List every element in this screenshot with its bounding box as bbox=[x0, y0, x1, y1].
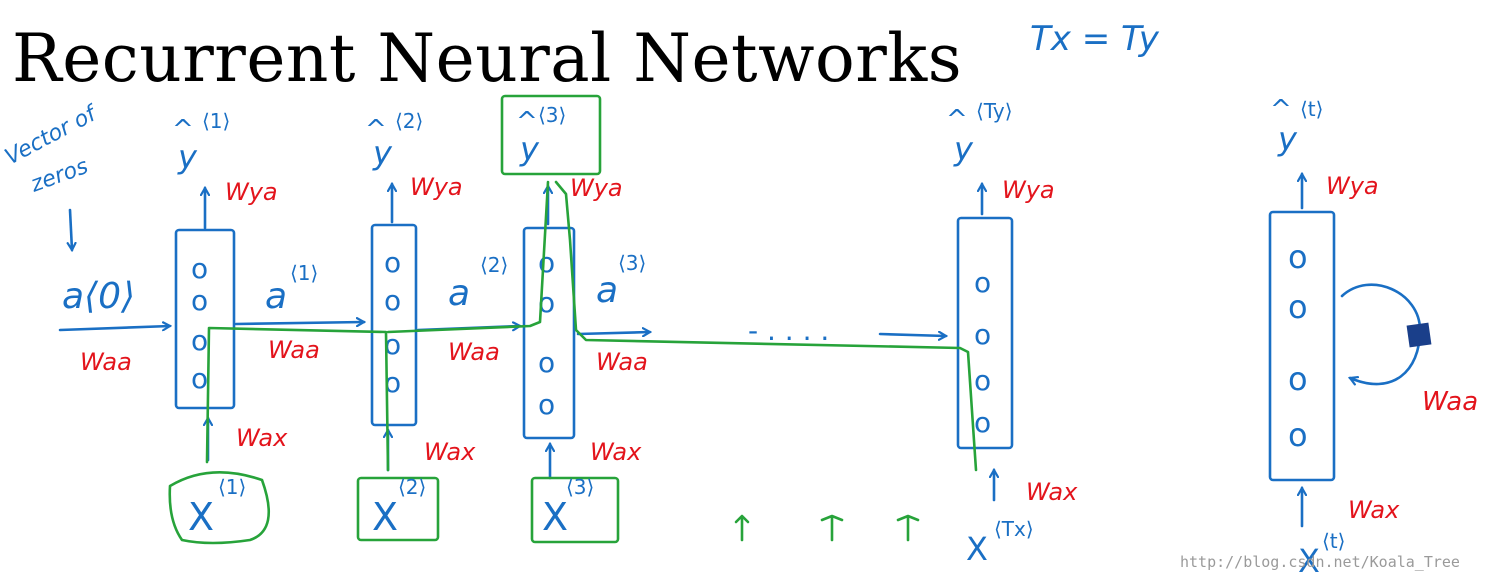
weight-label-ya: Wya bbox=[225, 178, 278, 206]
green-flow-path bbox=[205, 180, 978, 472]
weight-label-ax: Wax bbox=[236, 424, 288, 452]
output-superscript: ⟨2⟩ bbox=[395, 109, 423, 133]
timestep-2: o o o o Wya ^ y ⟨2⟩ Wax X ⟨2⟩ a ⟨2⟩ Waa bbox=[356, 109, 520, 542]
hidden-cell-1 bbox=[174, 228, 236, 410]
hidden-unit: o bbox=[191, 284, 208, 317]
hidden-unit: o bbox=[191, 324, 208, 357]
hidden-unit: o bbox=[538, 346, 555, 379]
input-label: X bbox=[966, 530, 988, 568]
input-label: X bbox=[1298, 542, 1320, 580]
hidden-unit: o bbox=[1288, 416, 1308, 454]
input-superscript: ⟨t⟩ bbox=[1322, 529, 1345, 553]
weight-label-aa: Waa bbox=[448, 338, 500, 366]
hidden-unit: o bbox=[1288, 360, 1308, 398]
output-superscript: ⟨Ty⟩ bbox=[976, 99, 1013, 123]
hidden-unit: o bbox=[384, 284, 401, 317]
hidden-unit: o bbox=[974, 266, 991, 299]
zeros-note-line1: Vector of bbox=[1, 100, 103, 170]
activation-label: a bbox=[448, 273, 470, 314]
activation-superscript: ⟨2⟩ bbox=[480, 253, 508, 277]
weight-label-ax: Wax bbox=[1026, 478, 1078, 506]
activation-superscript: ⟨3⟩ bbox=[618, 251, 646, 275]
output-hat: ^ bbox=[1270, 95, 1292, 125]
hidden-unit: o bbox=[974, 318, 991, 351]
output-hat: ^ bbox=[365, 115, 387, 145]
output-label: y bbox=[372, 134, 393, 172]
output-superscript: ⟨3⟩ bbox=[538, 103, 566, 127]
zeros-note-line2: zeros bbox=[27, 154, 92, 198]
output-box bbox=[500, 94, 602, 176]
ellipsis-arrow bbox=[878, 334, 946, 336]
hidden-cell-final bbox=[956, 216, 1014, 450]
tick-mark bbox=[820, 514, 844, 542]
hidden-unit: o bbox=[191, 252, 208, 285]
input-box bbox=[356, 476, 440, 542]
weight-label-ax: Wax bbox=[424, 438, 476, 466]
activation-superscript: ⟨1⟩ bbox=[290, 261, 318, 285]
initial-activation-label: a⟨0⟩ bbox=[62, 276, 135, 317]
hidden-unit: o bbox=[1288, 288, 1308, 326]
input-label: X bbox=[542, 495, 568, 539]
watermark: http://blog.csdn.net/Koala_Tree bbox=[1180, 553, 1460, 571]
input-label: X bbox=[188, 495, 214, 539]
input-superscript: ⟨1⟩ bbox=[218, 475, 246, 499]
output-superscript: ⟨t⟩ bbox=[1300, 97, 1323, 121]
activation-label: a bbox=[596, 270, 618, 311]
compact-cell: o o o o Wya ^ y ⟨t⟩ Waa Wax X ⟨t⟩ bbox=[1268, 95, 1478, 580]
weight-label-aa: Waa bbox=[1422, 387, 1478, 417]
weight-label-aa-0: Waa bbox=[80, 348, 132, 376]
compact-hidden-cell bbox=[1268, 210, 1336, 482]
page-title: Recurrent Neural Networks bbox=[12, 20, 963, 97]
output-label: y bbox=[953, 130, 974, 168]
input-label: X bbox=[372, 495, 398, 539]
weight-label-ya: Wya bbox=[1002, 176, 1055, 204]
activation-label: a bbox=[265, 276, 287, 317]
hidden-cell-2 bbox=[370, 223, 418, 427]
weight-label-ax: Wax bbox=[590, 438, 642, 466]
tick-mark bbox=[896, 514, 920, 542]
activation-arrow bbox=[234, 322, 364, 324]
output-hat: ^ bbox=[516, 107, 538, 137]
hidden-unit: o bbox=[974, 406, 991, 439]
hidden-unit: o bbox=[538, 388, 555, 421]
output-hat: ^ bbox=[172, 115, 194, 145]
input-superscript: ⟨2⟩ bbox=[398, 475, 426, 499]
zeros-pointer-arrow bbox=[70, 208, 72, 250]
hidden-cell-3 bbox=[522, 226, 576, 440]
output-label: y bbox=[1277, 120, 1298, 158]
timestep-3: o o o o Wya ^ y ⟨3⟩ Wax X ⟨3⟩ a ⟨3⟩ Waa bbox=[500, 94, 650, 544]
output-label: y bbox=[519, 130, 540, 168]
hidden-unit: o bbox=[191, 362, 208, 395]
timestep-final: o o o o Wya ^ y ⟨Ty⟩ Wax X ⟨Tx⟩ bbox=[946, 99, 1078, 568]
hidden-unit: o bbox=[384, 328, 401, 361]
sequence-length-note: Tx = Ty bbox=[1030, 19, 1160, 59]
hidden-unit: o bbox=[974, 364, 991, 397]
hidden-unit: o bbox=[1288, 238, 1308, 276]
annotation-ticks bbox=[734, 514, 920, 542]
hidden-unit: o bbox=[384, 366, 401, 399]
input-box bbox=[168, 471, 270, 545]
recurrence-marker bbox=[1406, 322, 1432, 348]
timestep-1: o o o o Wya ^ y ⟨1⟩ Wax X ⟨1⟩ a ⟨1⟩ Waa bbox=[168, 109, 364, 545]
input-superscript: ⟨3⟩ bbox=[566, 475, 594, 499]
weight-label-ya: Wya bbox=[1326, 172, 1379, 200]
output-hat: ^ bbox=[946, 105, 968, 135]
hidden-unit: o bbox=[538, 246, 555, 279]
output-superscript: ⟨1⟩ bbox=[202, 109, 230, 133]
weight-label-ax: Wax bbox=[1348, 496, 1400, 524]
hidden-unit: o bbox=[384, 246, 401, 279]
weight-label-ya: Wya bbox=[410, 173, 463, 201]
weight-label-aa: Waa bbox=[268, 336, 320, 364]
weight-label-ya: Wya bbox=[570, 174, 623, 202]
initial-activation-arrow bbox=[58, 326, 170, 332]
output-label: y bbox=[177, 138, 198, 176]
input-box bbox=[530, 476, 620, 544]
input-superscript: ⟨Tx⟩ bbox=[994, 517, 1034, 541]
activation-arrow bbox=[576, 332, 650, 334]
tick-mark bbox=[734, 514, 750, 542]
ellipsis: - . . . . bbox=[748, 314, 829, 347]
weight-label-aa: Waa bbox=[596, 348, 648, 376]
